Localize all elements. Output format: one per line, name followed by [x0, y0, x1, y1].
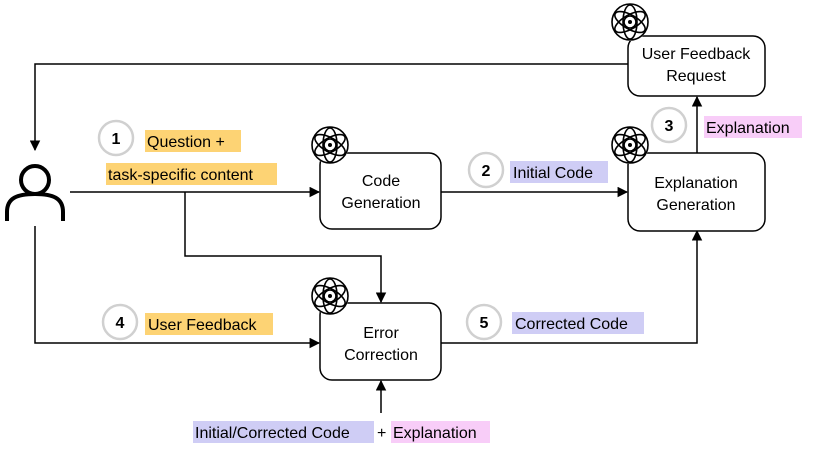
step-5-badge: 5 [465, 303, 503, 341]
code-generation-label-line2: Generation [341, 195, 420, 212]
user-feedback-request-box [627, 35, 766, 97]
arrow-feedback-to-user [29, 63, 628, 152]
step-3-label: Explanation [706, 120, 790, 137]
step-2-label: Initial Code [513, 165, 593, 182]
step-1-label-line1: Question + [147, 134, 225, 151]
connectors [29, 63, 703, 413]
llm-icon [610, 2, 650, 42]
explanation-generation-box [627, 152, 766, 232]
user-feedback-request-label-line2: Request [666, 68, 726, 85]
svg-text:5: 5 [480, 315, 489, 332]
bottom-input-explanation-label: Explanation [393, 425, 477, 442]
svg-text:1: 1 [112, 131, 121, 148]
step-3-badge: 3 [650, 106, 688, 144]
svg-text:3: 3 [665, 118, 674, 135]
explanation-generation-label-line1: Explanation [654, 175, 738, 192]
llm-icon [610, 125, 650, 165]
code-generation-label-line1: Code [362, 173, 400, 190]
arrow-question-to-error-correction [184, 192, 387, 304]
code-generation-box [319, 152, 442, 230]
bottom-input-code-label: Initial/Corrected Code [195, 425, 350, 442]
step-4-badge: 4 [101, 303, 139, 341]
step-1-label-line2: task-specific content [108, 167, 254, 184]
llm-icon [310, 125, 350, 165]
llm-icon [310, 276, 350, 316]
explanation-generation-label-line2: Generation [656, 197, 735, 214]
step-4-label: User Feedback [148, 317, 257, 334]
step-5-label: Corrected Code [515, 316, 628, 333]
error-correction-label-line2: Correction [344, 347, 418, 364]
step-2-badge: 2 [467, 151, 505, 189]
user-icon [5, 164, 65, 221]
error-correction-box [319, 302, 442, 381]
error-correction-label-line1: Error [363, 325, 399, 342]
svg-text:4: 4 [116, 315, 125, 332]
arrow-corrected-code-to-explanation [441, 229, 703, 344]
arrow-user-feedback-to-error-correction [34, 226, 321, 349]
step-1-badge: 1 [97, 119, 135, 157]
user-feedback-request-label-line1: User Feedback [642, 46, 751, 63]
svg-text:2: 2 [482, 163, 491, 180]
bottom-input-plus: + [377, 425, 386, 442]
